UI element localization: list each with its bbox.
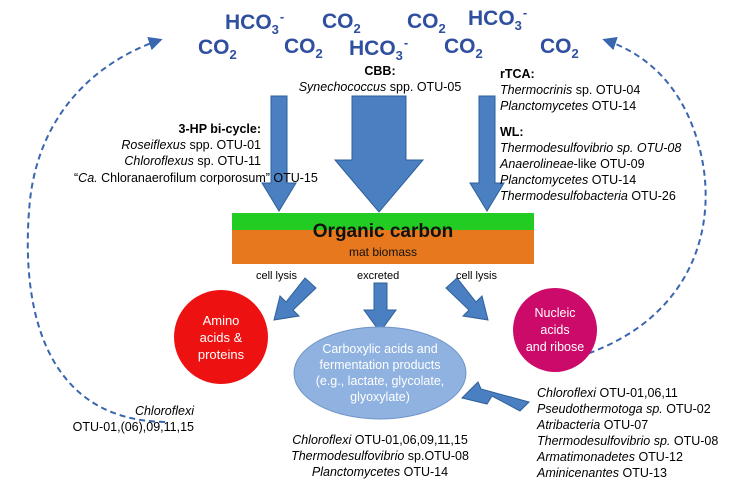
nucleic-acids-ribose-circle [513,288,597,372]
arrow-excreted-down [363,282,397,333]
three-hp-label: 3-HP bi-cycle: Roseiflexus spp. OTU-01 C… [121,121,261,169]
bottom-consumers-label: Chloroflexi OTU-01,06,09,11,15 Thermodes… [291,433,469,479]
right-consumers-label: Chloroflexi OTU-01,06,11 Pseudothermotog… [537,386,719,480]
rtca-line-1: Thermocrinis sp. OTU-04 [500,83,641,97]
wl-line-1: Thermodesulfovibrio sp. OTU-08 [500,141,682,155]
amino-acids-proteins-circle [174,290,268,384]
three-hp-line-3: “Ca. Chloranaerofilum corporosum” OTU-15 [74,171,318,185]
wl-line-4: Thermodesulfobacteria OTU-26 [500,189,676,203]
left-consumers-label: Chloroflexi OTU-01,(06),09,11,15 [72,404,194,434]
three-hp-line-2: Chloroflexus sp. OTU-11 [124,154,261,168]
cbb-label: CBB: Synechococcus spp. OTU-05 [275,63,485,95]
excreted-label: excreted [357,270,400,282]
organic-carbon-green-band [232,213,534,230]
carboxylic-acids-text: Carboxylic acids and fermentation produc… [315,342,445,404]
left-dashed-return-arc [26,36,166,423]
mat-biomass-subtitle: mat biomass [348,245,418,259]
arrow-cell-lysis-left [273,277,317,321]
co2-label-5: CO2 [444,35,483,62]
arrow-cbb-down [333,95,425,213]
rtca-heading: rTCA: [500,67,535,81]
cbb-organism: Synechococcus spp. OTU-05 [298,80,462,94]
cell-lysis-right-label: cell lysis [456,270,497,282]
co2-label-6: CO2 [540,35,579,62]
three-hp-heading: 3-HP bi-cycle: [178,122,261,136]
co2-label-2: CO2 [284,35,323,62]
arrow-cell-lysis-right [445,277,489,321]
cbb-heading: CBB: [364,64,396,78]
right-dashed-return-arc [559,36,707,363]
wl-heading: WL: [500,125,524,139]
three-hp-line-1: Roseiflexus spp. OTU-01 [121,138,261,152]
amino-acids-text: Amino acids & proteins [197,313,245,362]
co2-label-3: CO2 [322,10,361,37]
organic-carbon-title: Organic carbon [312,221,454,242]
wl-label: WL: Thermodesulfovibrio sp. OTU-08 Anaer… [500,124,681,204]
wl-line-3: Planctomycetes OTU-14 [500,173,637,187]
cell-lysis-left-label: cell lysis [256,270,297,282]
arrow-3hp-down [261,95,297,212]
arrow-right-consumers-uptake [461,381,530,412]
arrow-rtca-wl-down [469,95,505,212]
co2-label-1: CO2 [198,36,237,63]
hco3-label-3: HCO3- [468,5,528,34]
rtca-label: rTCA: Thermocrinis sp. OTU-04 Planctomyc… [500,66,640,114]
carboxylic-acids-ellipse [293,326,467,420]
organic-carbon-orange-band [232,230,534,264]
hco3-label-1: HCO3- [225,9,285,38]
wl-line-2: Anaerolineae-like OTU-09 [500,157,645,171]
hco3-label-2: HCO3- [349,35,409,64]
nucleic-acids-text: Nucleic acids and ribose [525,306,585,354]
co2-label-4: CO2 [407,10,446,37]
rtca-line-2: Planctomycetes OTU-14 [500,99,637,113]
